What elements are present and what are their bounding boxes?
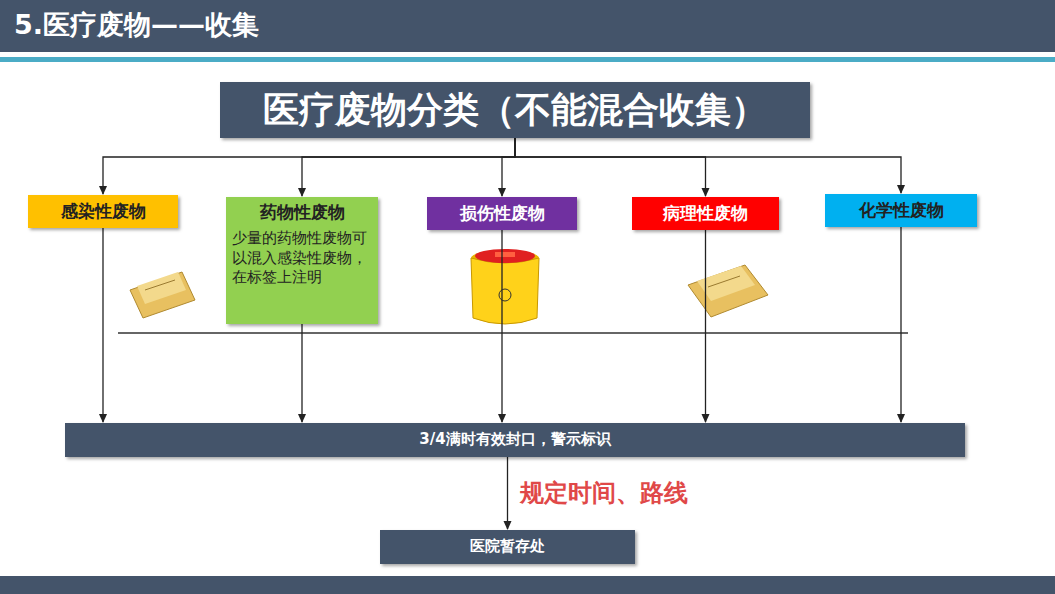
arrow-connector	[502, 138, 515, 196]
waste-bag-icon	[688, 265, 768, 317]
category-box: 化学性废物	[825, 194, 977, 227]
arrow-connector	[705, 230, 706, 422]
arrow-connector	[302, 138, 515, 196]
header-rule	[0, 57, 1055, 62]
node-label: 化学性废物	[859, 199, 944, 221]
edge-label: 规定时间、路线	[520, 478, 688, 508]
node-label: 药物性废物	[260, 201, 345, 223]
category-header: 医疗废物分类（不能混合收集）	[220, 82, 810, 138]
footer-bar	[0, 576, 1055, 594]
arrow-connector	[301, 324, 302, 422]
node-label: 3/4满时有效封口，警示标识	[419, 430, 610, 450]
category-box: 感染性废物	[28, 195, 178, 228]
arrow-connector	[103, 138, 515, 194]
node-label: 医院暂存处	[470, 537, 545, 557]
category-box: 药物性废物少量的药物性废物可以混入感染性废物，在标签上注明	[226, 197, 378, 324]
arrow-connector	[507, 457, 508, 529]
category-box: 损伤性废物	[427, 197, 577, 230]
arrow-connector	[102, 228, 103, 422]
waste-bag-icon	[130, 272, 195, 318]
node-label: 损伤性废物	[460, 202, 545, 224]
arrow-connector	[515, 138, 706, 196]
node-label: 感染性废物	[61, 200, 146, 222]
process-bar: 3/4满时有效封口，警示标识	[65, 423, 965, 457]
sharps-container-icon	[471, 249, 539, 324]
category-box: 病理性废物	[632, 197, 779, 230]
arrow-connector	[515, 138, 901, 193]
page-title: 5.医疗废物——收集	[14, 8, 259, 42]
arrow-connector	[501, 230, 502, 422]
arrow-connector	[900, 227, 901, 422]
note-text: 少量的药物性废物可以混入感染性废物，在标签上注明	[232, 229, 372, 288]
node-label: 医疗废物分类（不能混合收集）	[263, 87, 767, 134]
node-label: 病理性废物	[663, 202, 748, 224]
header-bar	[0, 0, 1055, 52]
storage-box: 医院暂存处	[380, 530, 635, 564]
divider-line	[118, 332, 908, 333]
